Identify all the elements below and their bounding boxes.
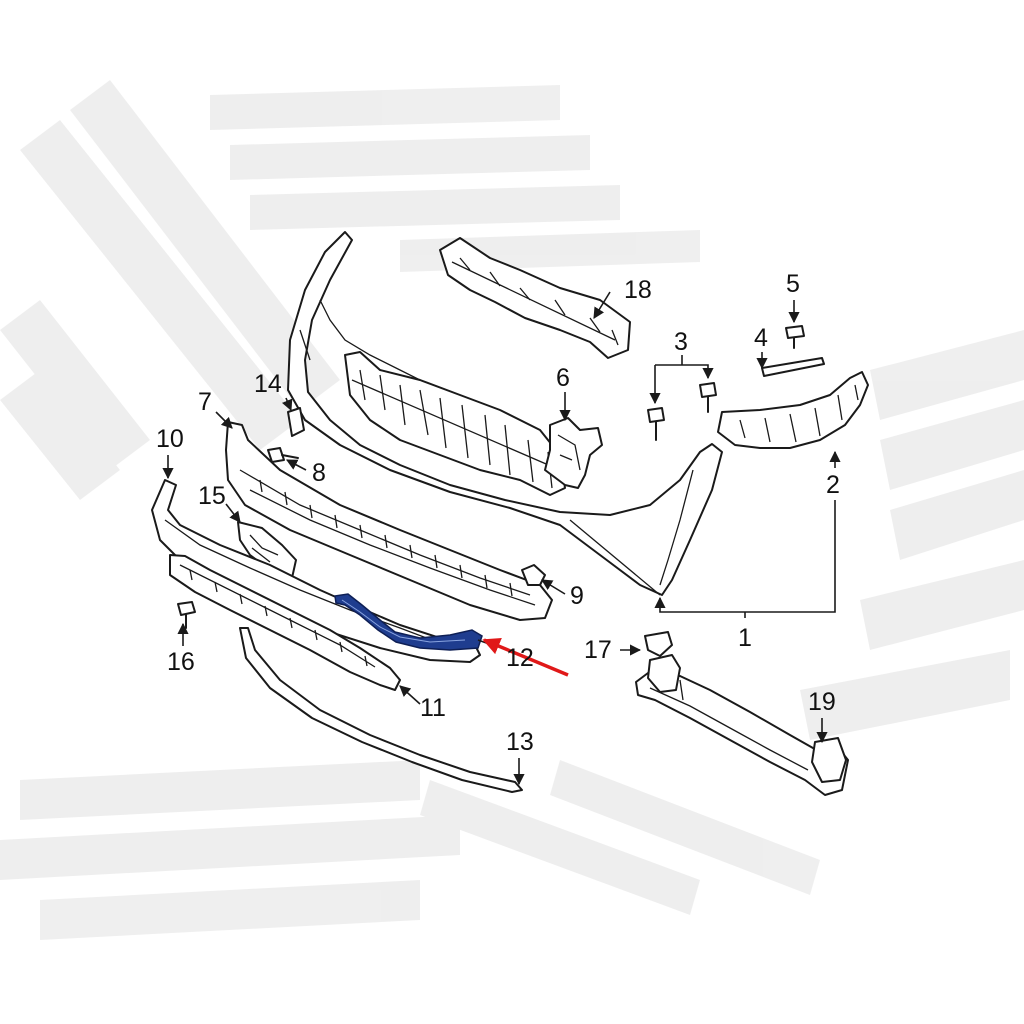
leader-1 bbox=[654, 500, 836, 613]
callout-17: 17 bbox=[584, 636, 612, 664]
callout-10: 10 bbox=[156, 425, 184, 453]
callout-3: 3 bbox=[674, 328, 688, 356]
leader-7 bbox=[215, 411, 233, 429]
leader-lines bbox=[162, 291, 841, 786]
leader-11 bbox=[399, 685, 421, 705]
watermark-stripes-top-left bbox=[0, 80, 340, 500]
leader-15 bbox=[225, 503, 241, 523]
part-7-lower-grille bbox=[225, 421, 553, 621]
callout-18: 18 bbox=[624, 276, 652, 304]
leader-14 bbox=[281, 397, 293, 412]
callout-2: 2 bbox=[826, 471, 840, 499]
part-18-energy-absorber bbox=[439, 237, 631, 359]
callout-1: 1 bbox=[738, 624, 752, 652]
callout-4: 4 bbox=[754, 324, 768, 352]
callout-13: 13 bbox=[506, 728, 534, 756]
leader-9 bbox=[541, 579, 566, 595]
part-2-side-bracket bbox=[717, 371, 869, 449]
leader-18 bbox=[593, 291, 611, 319]
callout-15: 15 bbox=[198, 482, 226, 510]
callout-16: 16 bbox=[167, 648, 195, 676]
callout-5: 5 bbox=[786, 270, 800, 298]
callout-6: 6 bbox=[556, 364, 570, 392]
callout-labels: 18 5 3 4 6 14 7 10 8 2 15 9 1 17 12 16 1… bbox=[156, 270, 840, 756]
highlight-pointer-arrow bbox=[482, 637, 569, 677]
part-1-bumper-cover bbox=[287, 231, 723, 596]
part-19-reinforcement-bar bbox=[635, 654, 849, 796]
callout-7: 7 bbox=[198, 388, 212, 416]
part-11-grille-strip bbox=[169, 554, 401, 691]
part-8-screw bbox=[267, 447, 299, 463]
callout-11: 11 bbox=[420, 694, 446, 722]
part-12-trim-highlighted bbox=[334, 593, 483, 651]
callout-14: 14 bbox=[254, 370, 282, 398]
watermark-stripes-right bbox=[800, 330, 1024, 740]
part-14-clip bbox=[287, 407, 305, 437]
watermark bbox=[0, 80, 1024, 940]
leader-3b bbox=[655, 364, 714, 380]
part-16-clip bbox=[177, 601, 196, 629]
part-6-bracket bbox=[544, 417, 603, 489]
part-13-lower-strip bbox=[239, 627, 523, 793]
watermark-stripes-bottom bbox=[0, 760, 820, 940]
callout-19: 19 bbox=[808, 688, 836, 716]
callout-9: 9 bbox=[570, 582, 584, 610]
part-5-clip bbox=[785, 325, 805, 349]
part-3-bolts bbox=[647, 382, 717, 441]
leader-8 bbox=[286, 459, 307, 471]
part-17-bracket bbox=[644, 631, 673, 657]
callout-12: 12 bbox=[506, 644, 534, 672]
callout-8: 8 bbox=[312, 459, 326, 487]
part-4-strip bbox=[761, 357, 825, 377]
